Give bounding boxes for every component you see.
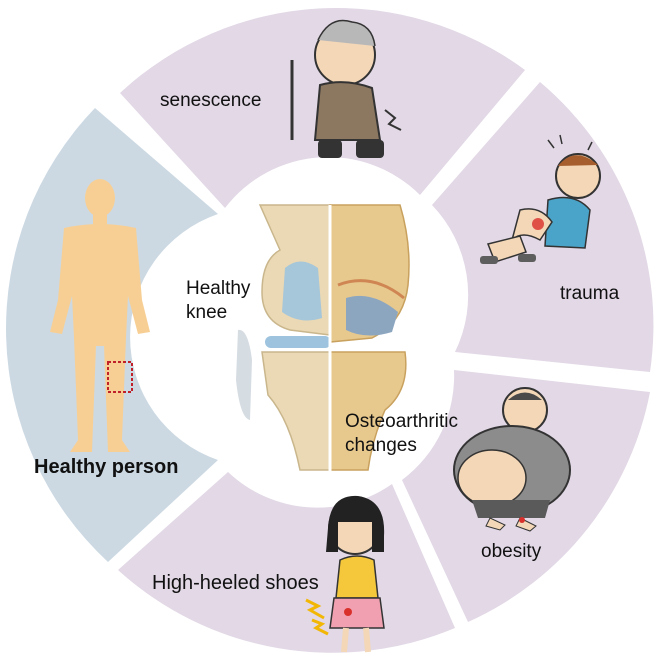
label-osteoarthritic-changes: Osteoarthritic changes [345,410,485,458]
label-senescence: senescence [160,90,261,112]
cartilage-healthy [282,262,322,321]
label-trauma: trauma [560,283,619,305]
label-healthy-knee-line1: Healthy [186,278,250,299]
label-high-heeled-shoes: High-heeled shoes [152,572,319,595]
label-obesity: obesity [481,541,541,563]
meniscus-healthy [265,336,331,348]
label-healthy-knee-line2: knee [186,302,227,323]
label-oa-line2: changes [345,435,417,456]
label-healthy-knee: Healthy knee [186,277,266,325]
label-oa-line1: Osteoarthritic [345,411,458,432]
label-healthy-person: Healthy person [34,456,178,479]
